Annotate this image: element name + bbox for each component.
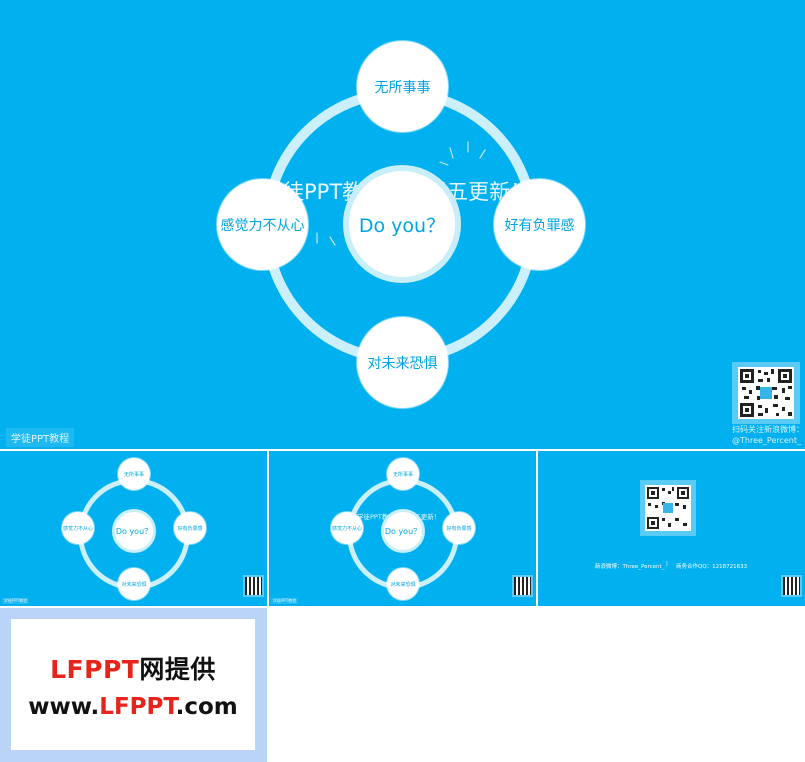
qr-code-icon: [645, 485, 691, 531]
node-top[interactable]: 无所事事: [357, 41, 448, 132]
promo-url-brand: LFPPT: [99, 693, 176, 720]
thumbnail-slide-1[interactable]: Do you？ 无所事事 感觉力不从心 好有负罪感 对未来恐惧 学徒PPT教程: [0, 451, 267, 606]
qr-code-frame: [512, 575, 533, 597]
promo-provider-text: 网提供: [139, 654, 216, 684]
node-top-label: 无所事事: [392, 471, 413, 478]
node-right: 好有负罪感: [174, 512, 206, 544]
node-top: 无所事事: [118, 458, 150, 490]
contact-weibo: 新浪微博：Three_Percent_: [595, 564, 665, 570]
qr-code-icon: [783, 577, 800, 595]
promo-line-1: LFPPT网提供: [50, 650, 216, 686]
node-left: 感觉力不从心: [331, 512, 363, 544]
qr-code-frame: [243, 575, 264, 597]
node-right-label: 好有负罪感: [177, 525, 203, 532]
node-bottom[interactable]: 对未来恐惧: [357, 317, 448, 408]
node-top-label: 无所事事: [374, 79, 431, 96]
qr-code-frame: [640, 480, 696, 536]
node-right[interactable]: 好有负罪感: [494, 179, 585, 270]
promo-url-prefix: www.: [28, 693, 100, 720]
qr-caption: 扫码关注新浪微博： @Three_Percent_: [732, 425, 804, 447]
promo-url[interactable]: www.LFPPT.com: [28, 694, 237, 720]
node-left[interactable]: 感觉力不从心: [217, 179, 308, 270]
watermark-tag: 学徒PPT教程: [271, 598, 299, 604]
qr-caption-line1: 扫码关注新浪微博：: [732, 425, 804, 434]
promo-url-suffix: .com: [175, 693, 238, 720]
qr-code-frame: [781, 575, 802, 597]
node-left-label: 感觉力不从心: [220, 217, 305, 234]
node-bottom-label: 对未来恐惧: [390, 581, 416, 588]
node-right: 好有负罪感: [443, 512, 475, 544]
node-bottom: 对未来恐惧: [387, 568, 419, 600]
contact-separator: |: [666, 561, 668, 567]
center-circle[interactable]: Do you？: [343, 165, 461, 283]
node-left-label: 感觉力不从心: [62, 525, 93, 532]
contact-qq: 商务合作QQ：1218721633: [676, 564, 748, 570]
qr-code-icon: [514, 577, 531, 595]
thumbnail-slide-2[interactable]: 学徒PPT教程，每周五更新！ Do you？ 无所事事 感觉力不从心 好有负罪感…: [269, 451, 536, 606]
main-slide[interactable]: 学徒PPT教程，每周五更新！ Do you？ 无所事事 感觉力不从心 好有负罪感…: [0, 0, 805, 449]
watermark-tag: 学徒PPT教程: [6, 428, 75, 447]
promo-card[interactable]: LFPPT网提供 www.LFPPT.com: [11, 619, 255, 750]
promo-brand-red: LFPPT: [50, 654, 140, 684]
node-top-label: 无所事事: [123, 471, 144, 478]
node-right-label: 好有负罪感: [504, 217, 575, 234]
node-bottom-label: 对未来恐惧: [367, 355, 438, 372]
node-bottom: 对未来恐惧: [118, 568, 150, 600]
node-bottom-label: 对未来恐惧: [121, 581, 147, 588]
qr-code-icon: [738, 367, 794, 419]
node-top: 无所事事: [387, 458, 419, 490]
watermark-tag: 学徒PPT教程: [2, 598, 30, 604]
node-left: 感觉力不从心: [62, 512, 94, 544]
qr-caption-line2: @Three_Percent_: [732, 435, 802, 445]
center-circle: Do you？: [112, 509, 156, 553]
center-label: Do you？: [358, 214, 446, 237]
qr-code-icon: [245, 577, 262, 595]
node-right-label: 好有负罪感: [446, 525, 472, 532]
center-label: Do you？: [384, 526, 422, 536]
center-circle: Do you？: [381, 509, 425, 553]
qr-code-frame: [732, 362, 800, 424]
node-left-label: 感觉力不从心: [331, 525, 362, 532]
thumbnail-slide-3[interactable]: 新浪微博：Three_Percent_ | 商务合作QQ：1218721633: [538, 451, 805, 606]
center-label: Do you？: [115, 526, 153, 536]
